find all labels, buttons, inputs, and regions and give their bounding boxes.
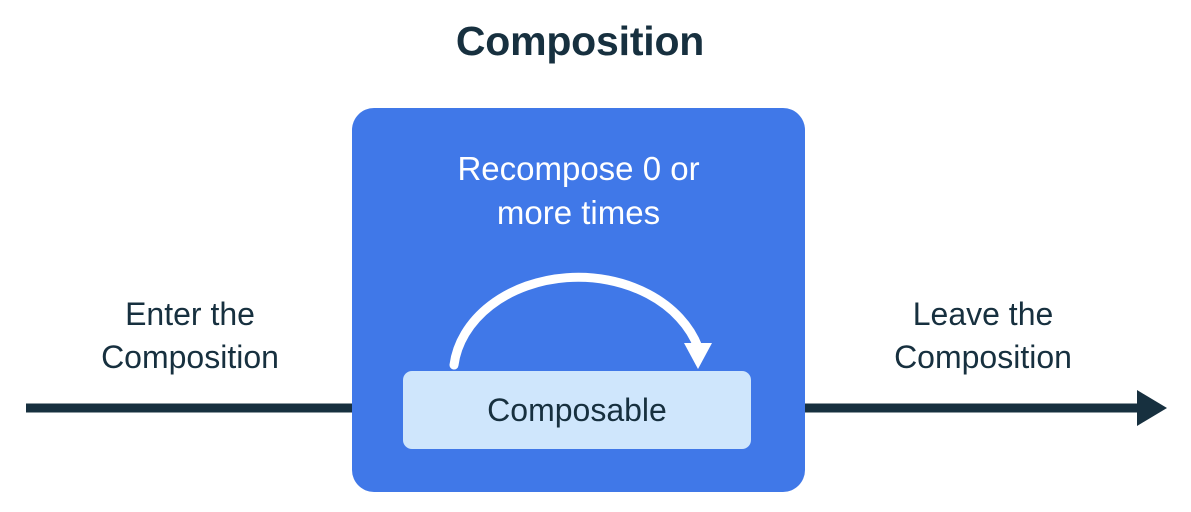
recompose-label-line-1: Recompose 0 or (457, 150, 700, 187)
page-title: Composition (455, 18, 705, 64)
leave-composition-label: Leave the Composition (848, 293, 1118, 378)
leave-composition-label-line-2: Composition (894, 338, 1072, 375)
composable-box: Composable (403, 371, 751, 449)
leave-composition-arrow (747, 390, 1167, 426)
enter-composition-label-line-1: Enter the (125, 296, 255, 332)
recompose-label-line-2: more times (496, 193, 661, 231)
leave-composition-label-line-1: Leave the (912, 296, 1054, 332)
enter-composition-label: Enter the Composition (55, 293, 325, 378)
enter-composition-label-line-2: Composition (101, 338, 279, 375)
recompose-label: Recompose 0 or more times (382, 147, 775, 235)
curved-loop-arrow-icon (449, 272, 712, 370)
composable-label: Composable (487, 392, 667, 428)
